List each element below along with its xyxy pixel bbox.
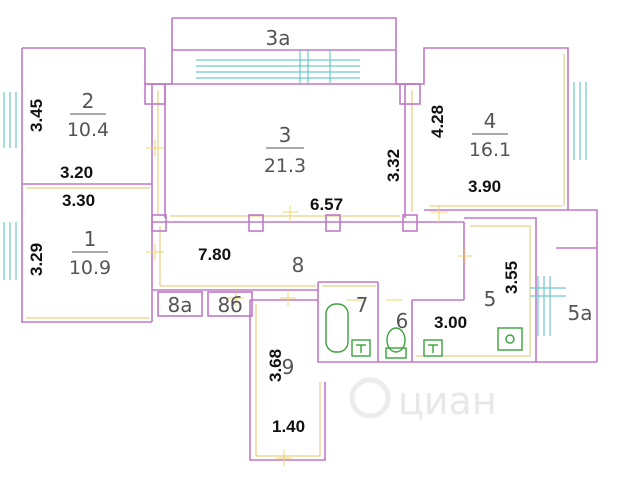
toilet-icon bbox=[386, 327, 406, 353]
room-5a-label: 5а bbox=[568, 301, 593, 325]
dim-1-40: 1.40 bbox=[272, 417, 305, 436]
room-1-area: 10.9 bbox=[69, 257, 111, 279]
stove-icon bbox=[497, 327, 523, 351]
dim-3-00: 3.00 bbox=[434, 313, 467, 332]
room-3-number: 3 bbox=[279, 123, 292, 147]
room-6-label: 6 bbox=[396, 309, 409, 333]
outer-walls bbox=[21, 17, 598, 461]
inner-walls bbox=[26, 54, 565, 457]
dim-3-32: 3.32 bbox=[384, 149, 403, 182]
fixtures bbox=[325, 303, 523, 359]
room-7-label: 7 bbox=[356, 293, 369, 317]
kitchen-sink-icon bbox=[423, 339, 443, 357]
dim-6-57: 6.57 bbox=[310, 195, 343, 214]
sink-icon bbox=[351, 339, 371, 357]
room-4-number: 4 bbox=[484, 109, 497, 133]
dim-3-45: 3.45 bbox=[27, 99, 46, 132]
closets bbox=[157, 291, 253, 317]
watermark: циан bbox=[349, 377, 497, 423]
dim-3-20: 3.20 bbox=[60, 163, 93, 182]
room-labels: 2 10.4 3 21.3 4 16.1 1 10.9 8 7 6 5 9 3а… bbox=[67, 26, 593, 379]
room-3a-label: 3а bbox=[266, 26, 291, 50]
pillars bbox=[144, 83, 421, 232]
room-8-label: 8 bbox=[292, 253, 305, 277]
door-marks bbox=[146, 140, 472, 466]
dim-3-68: 3.68 bbox=[266, 349, 285, 382]
room-5-label: 5 bbox=[484, 287, 497, 311]
windows bbox=[3, 50, 587, 336]
room-2-number: 2 bbox=[82, 89, 95, 113]
dim-4-28: 4.28 bbox=[428, 105, 447, 138]
room-2-area: 10.4 bbox=[67, 119, 109, 141]
dimensions: 3.45 3.20 3.30 3.29 3.32 4.28 3.90 6.57 … bbox=[27, 99, 521, 436]
bathtub-icon bbox=[325, 303, 349, 353]
dim-7-80: 7.80 bbox=[198, 245, 231, 264]
dim-3-55: 3.55 bbox=[502, 261, 521, 294]
dim-3-30: 3.30 bbox=[62, 191, 95, 210]
dim-3-29: 3.29 bbox=[27, 243, 46, 276]
room-8a-label: 8а bbox=[168, 293, 193, 317]
room-9-label: 9 bbox=[282, 355, 295, 379]
watermark-text: циан bbox=[398, 379, 497, 423]
room-1-number: 1 bbox=[84, 227, 97, 251]
room-8b-label: 8б bbox=[217, 293, 242, 317]
room-3-area: 21.3 bbox=[264, 155, 306, 177]
dim-3-90: 3.90 bbox=[468, 177, 501, 196]
room-4-area: 16.1 bbox=[469, 139, 511, 161]
